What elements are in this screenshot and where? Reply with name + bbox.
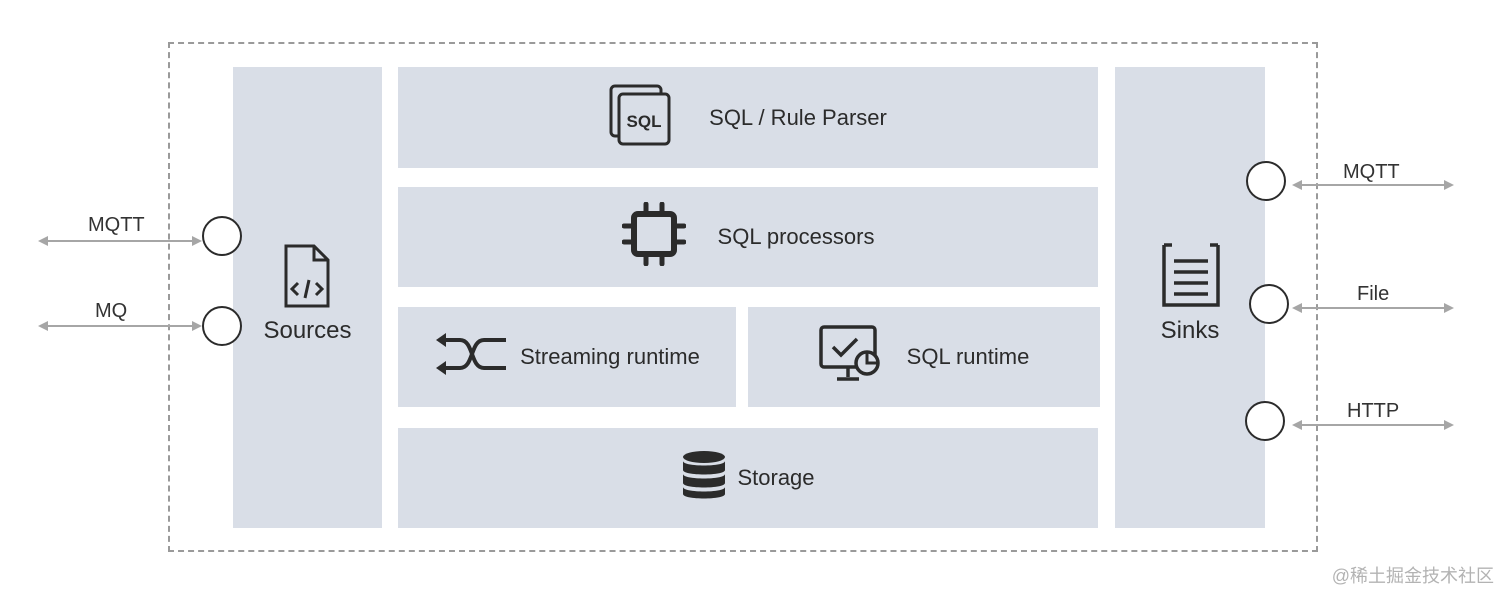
processors-label: SQL processors — [717, 224, 875, 249]
streaming-runtime-layer: Streaming runtime — [398, 307, 736, 407]
sources-panel: Sources — [233, 67, 382, 528]
parser-label: SQL / Rule Parser — [709, 104, 887, 130]
input-mq-arrow — [44, 325, 200, 327]
input-mqtt-port — [202, 216, 242, 256]
svg-text:SQL: SQL — [627, 112, 662, 131]
input-mq-port — [202, 306, 242, 346]
input-mqtt-arrow — [44, 240, 200, 242]
sinks-panel: Sinks — [1115, 67, 1265, 528]
document-list-icon — [1160, 243, 1222, 312]
output-file-label: File — [1357, 283, 1390, 305]
storage-label: Storage — [737, 465, 815, 490]
storage-layer: Storage — [398, 428, 1098, 528]
parser-layer: SQL SQL / Rule Parser — [398, 67, 1098, 168]
system-boundary-frame — [168, 42, 1318, 552]
output-file-arrowheads — [1292, 303, 1454, 313]
output-mqtt-arrowheads — [1292, 180, 1454, 190]
input-mqtt-arrowheads — [38, 236, 202, 246]
output-file-port — [1249, 284, 1289, 324]
output-http-arrow — [1296, 424, 1450, 426]
sql-runtime-label: SQL runtime — [906, 344, 1030, 369]
database-icon — [681, 450, 727, 506]
sql-runtime-layer: SQL runtime — [748, 307, 1100, 407]
code-file-icon — [282, 243, 332, 314]
output-mqtt-port — [1246, 161, 1286, 201]
sources-label: Sources — [263, 317, 352, 344]
output-http-port — [1245, 401, 1285, 441]
output-file-arrow — [1296, 307, 1450, 309]
output-mqtt-label: MQTT — [1343, 161, 1400, 183]
streaming-runtime-label: Streaming runtime — [520, 344, 700, 369]
shuffle-icon — [434, 332, 510, 382]
chip-icon — [621, 201, 687, 272]
input-mq-label: MQ — [95, 300, 128, 322]
output-http-label: HTTP — [1347, 400, 1400, 422]
watermark: @稀土掘金技术社区 — [1331, 566, 1494, 586]
sinks-label: Sinks — [1160, 317, 1220, 344]
input-mq-arrowheads — [38, 321, 202, 331]
processors-layer: SQL processors — [398, 187, 1098, 287]
output-http-arrowheads — [1292, 420, 1454, 430]
monitor-check-icon — [818, 325, 881, 389]
output-mqtt-arrow — [1296, 184, 1450, 186]
input-mqtt-label: MQTT — [88, 214, 145, 236]
sql-icon: SQL — [609, 84, 673, 152]
